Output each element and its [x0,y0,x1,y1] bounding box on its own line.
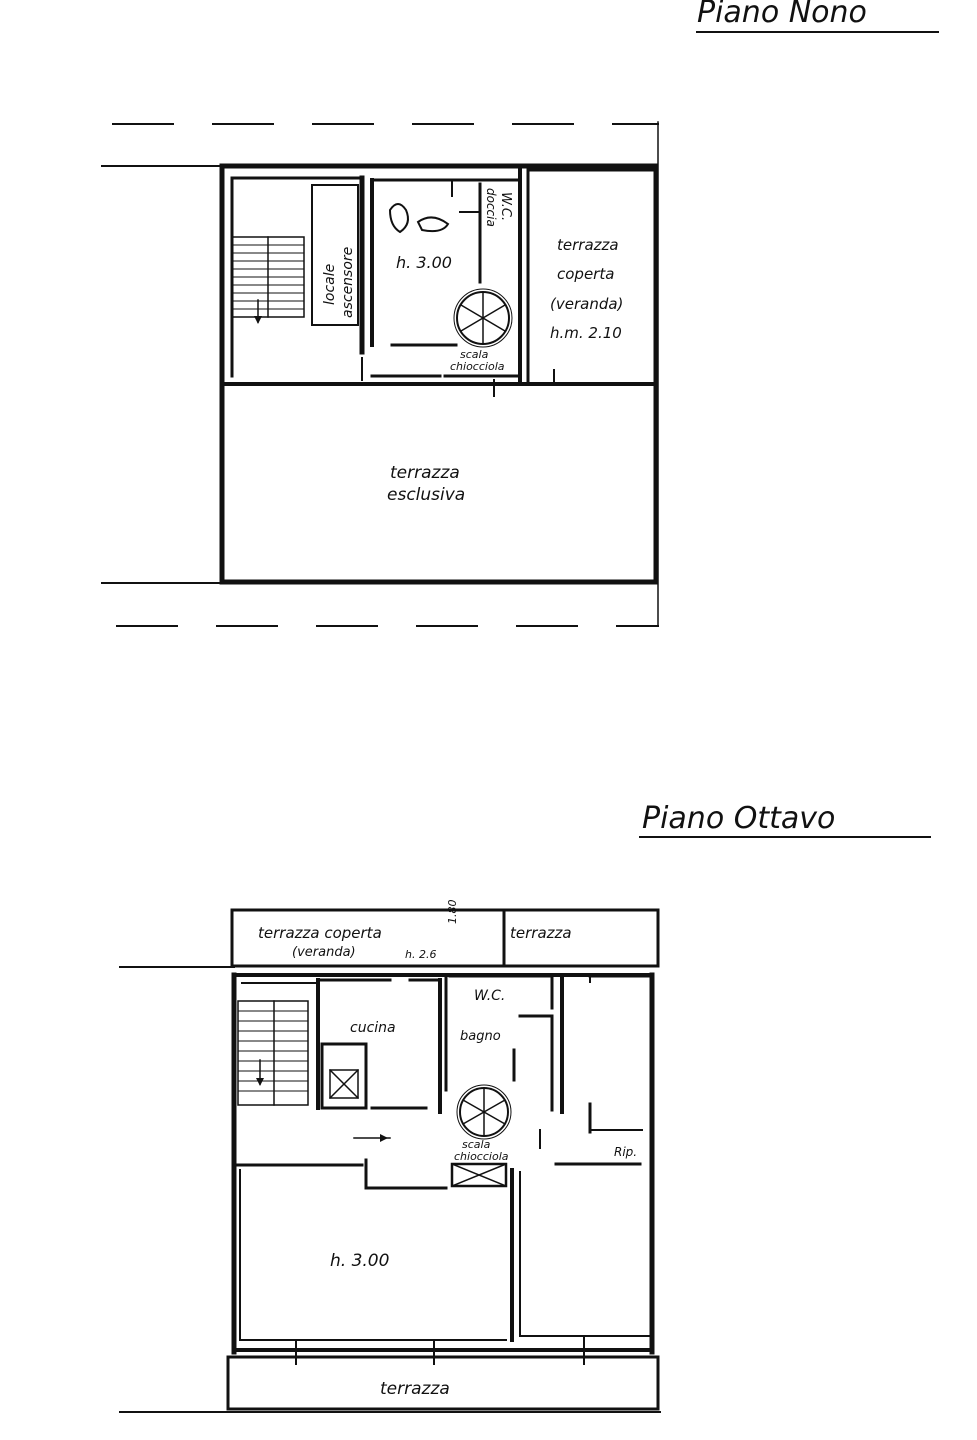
label-room-height-ottavo: h. 3.00 [330,1251,389,1271]
label-veranda-ottavo-1: terrazza coperta [258,924,382,942]
plan-ottavo: Piano Ottavo terrazza coperta (veranda) … [119,801,931,1413]
label-veranda-height-nono: h.m. 2.10 [550,324,622,342]
label-veranda-nono-3: (veranda) [550,295,623,313]
bathroom-fixtures [388,203,450,234]
spiral-staircase-ottavo [456,1084,512,1140]
label-veranda-nono-1: terrazza [557,236,619,254]
label-spiral-nono-1: scala [460,348,489,361]
label-terrace-nono-2: esclusiva [387,485,465,505]
label-bath: bagno [460,1029,501,1044]
label-veranda-nono-2: coperta [557,265,614,283]
label-spiral-nono-2: chiocciola [450,360,505,373]
title-nono: Piano Nono [697,0,867,30]
spiral-staircase-nono [453,288,513,348]
stair-flight [231,236,305,324]
label-kitchen: cucina [350,1020,396,1036]
label-wc-nono-1: W.C. [498,192,513,221]
label-terrace-bottom-ottavo: terrazza [380,1379,450,1399]
title-ottavo: Piano Ottavo [642,801,835,836]
label-terrace-nono-1: terrazza [390,463,460,483]
label-spiral-ottavo-2: chiocciola [454,1150,509,1163]
label-veranda-height-ottavo: h. 2.6 [405,948,436,961]
label-wc-ottavo: W.C. [474,988,505,1004]
label-storage: Rip. [614,1145,637,1159]
lift-shaft [320,1042,368,1110]
label-spiral-ottavo-1: scala [462,1138,491,1151]
lower-lift-void [450,1162,508,1188]
stair-flight-ottavo [237,1000,309,1106]
label-room-height-nono: h. 3.00 [396,253,452,272]
label-lift-room-1: locale [322,264,338,305]
plan-nono: Piano Nono l [101,0,939,627]
label-dimension-180: 1.80 [446,900,459,925]
label-wc-nono-2: doccia [484,188,498,227]
label-terrace-top-ottavo: terrazza [510,924,572,942]
label-lift-room-2: ascensore [340,247,356,318]
label-veranda-ottavo-2: (veranda) [292,945,356,960]
